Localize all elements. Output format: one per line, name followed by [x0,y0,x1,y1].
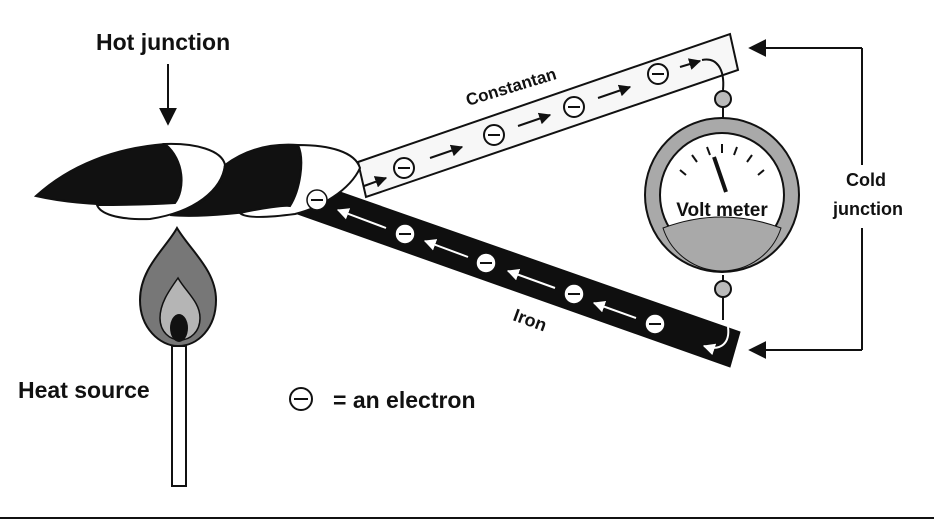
constantan-electron-flow [363,58,725,188]
arrow-icon [679,58,702,70]
arrow-icon [506,269,556,289]
curved-arrow [702,326,730,356]
arrow-icon [592,300,637,319]
electron-icon [394,223,416,245]
junction-label: junction [832,199,903,219]
meter-needle [712,156,728,193]
top-terminal [714,90,732,108]
arrow-icon [597,84,632,99]
twisted-junction [33,142,362,221]
electron-icon [393,157,415,179]
electron-icon [644,313,666,335]
match-icon [171,345,187,487]
electron-icon [483,124,505,146]
arrow-icon [517,112,552,127]
cold-label: Cold [846,170,886,190]
heat-source-label: Heat source [18,377,150,403]
volt-meter-label: Volt meter [676,200,768,221]
arrow-icon [336,208,387,229]
electron-icon [563,283,585,305]
arrow-icon [423,239,469,258]
iron-electron-flow [306,189,730,356]
meter-leads [714,90,732,320]
cold-junction-bracket [748,39,863,359]
electron-icon [475,252,497,274]
voltmeter-icon [644,117,800,273]
flame-icon [138,225,218,348]
hot-junction-label: Hot junction [96,29,230,55]
legend-text: = an electron [333,387,476,413]
iron-label: Iron [511,305,550,335]
electron-icon [647,63,669,85]
curved-arrow [701,58,725,91]
arrow-icon [363,176,388,188]
electron-icon [563,96,585,118]
arrow-icon [429,144,464,159]
bottom-terminal [714,280,732,298]
electron-icon [289,387,313,411]
electron-icon [306,189,328,211]
